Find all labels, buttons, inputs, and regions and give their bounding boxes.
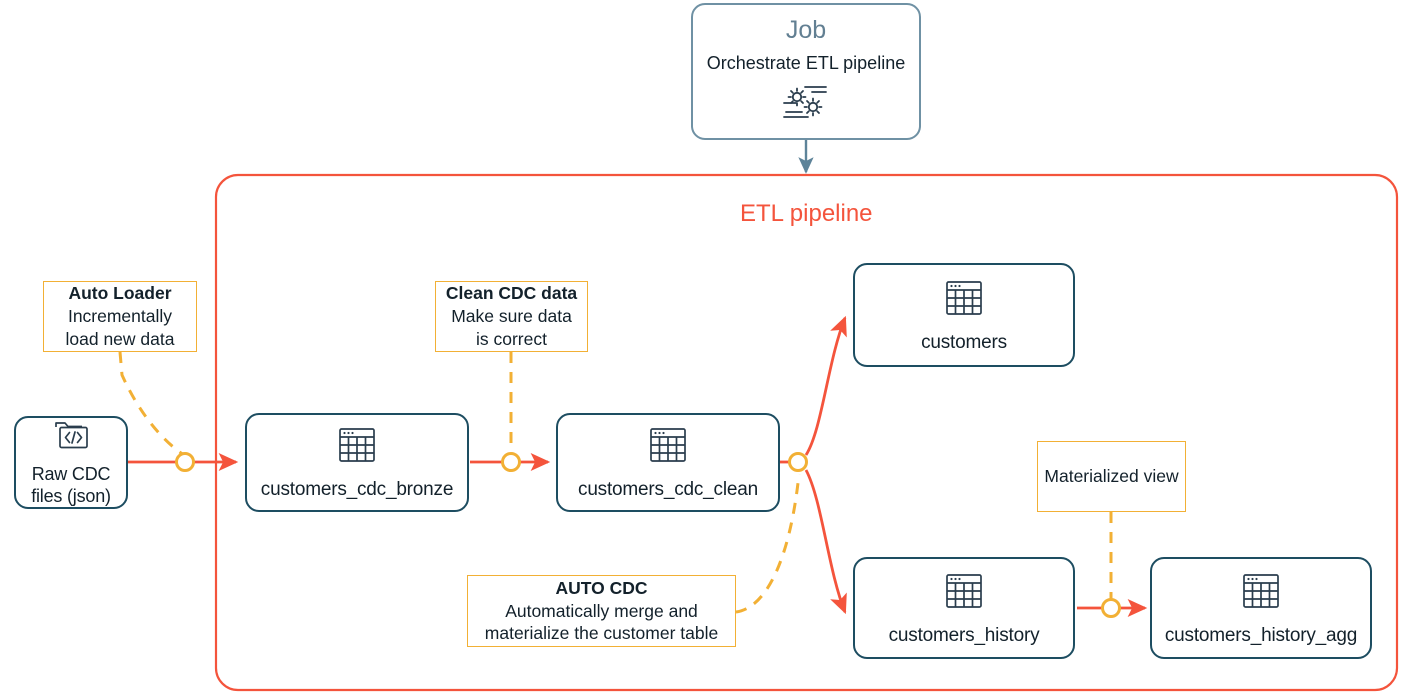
job-card[interactable]: Job Orchestrate ETL pipeline: [691, 3, 921, 140]
connector-clean-to-history: [804, 469, 847, 615]
annotation-materialized-view: Materialized view: [1037, 441, 1186, 512]
annotation-clean-cdc-line1: Make sure data: [451, 306, 572, 327]
annotation-clean-cdc-title: Clean CDC data: [445, 283, 578, 304]
node-label-bronze: customers_cdc_bronze: [260, 479, 454, 501]
node-raw-cdc-files[interactable]: Raw CDC files (json): [14, 416, 128, 509]
table-icon: [645, 424, 691, 471]
annotation-clean-cdc-data: Clean CDC data Make sure data is correct: [435, 281, 588, 352]
annotation-auto-loader-line2: load new data: [65, 328, 175, 349]
annotation-auto-cdc-line2: materialize the customer table: [484, 623, 719, 644]
annotation-materialized-view-line1: Materialized view: [1044, 466, 1179, 487]
junction-circle-auto-cdc: [788, 452, 808, 472]
junction-circle-clean-cdc: [501, 452, 521, 472]
node-label-history: customers_history: [888, 624, 1040, 646]
annotation-auto-cdc-title: AUTO CDC: [555, 577, 648, 598]
folder-code-icon: [51, 419, 91, 456]
node-customers-cdc-bronze[interactable]: customers_cdc_bronze: [245, 413, 469, 512]
node-label-history-agg: customers_history_agg: [1164, 624, 1358, 646]
annotation-clean-cdc-line2: is correct: [476, 328, 547, 349]
node-label-raw-line2: files (json): [31, 485, 111, 506]
node-label-clean: customers_cdc_clean: [578, 479, 758, 501]
leader-auto-loader: [118, 351, 185, 457]
annotation-auto-loader-line1: Incrementally: [67, 306, 173, 327]
node-customers-history-agg[interactable]: customers_history_agg: [1150, 557, 1372, 659]
annotation-auto-cdc: AUTO CDC Automatically merge and materia…: [467, 575, 736, 647]
table-icon: [334, 424, 380, 471]
job-title: Job: [785, 16, 827, 44]
node-customers[interactable]: customers: [853, 263, 1075, 367]
annotation-auto-loader-title: Auto Loader: [68, 283, 172, 304]
connector-clean-to-customers: [804, 315, 847, 456]
table-icon: [941, 570, 987, 617]
node-customers-cdc-clean[interactable]: customers_cdc_clean: [556, 413, 780, 512]
junction-circle-materialized-view: [1101, 598, 1121, 618]
annotation-auto-cdc-line1: Automatically merge and: [505, 600, 698, 621]
gears-settings-icon: [782, 82, 830, 127]
table-icon: [1238, 570, 1284, 617]
table-icon: [941, 277, 987, 324]
node-customers-history[interactable]: customers_history: [853, 557, 1075, 659]
pipeline-title: ETL pipeline: [740, 200, 873, 227]
node-label-customers: customers: [921, 331, 1007, 353]
annotation-auto-loader: Auto Loader Incrementally load new data: [43, 281, 197, 352]
job-subtitle: Orchestrate ETL pipeline: [706, 53, 906, 73]
node-label-raw-line1: Raw CDC: [31, 463, 111, 484]
junction-circle-auto-loader: [175, 452, 195, 472]
